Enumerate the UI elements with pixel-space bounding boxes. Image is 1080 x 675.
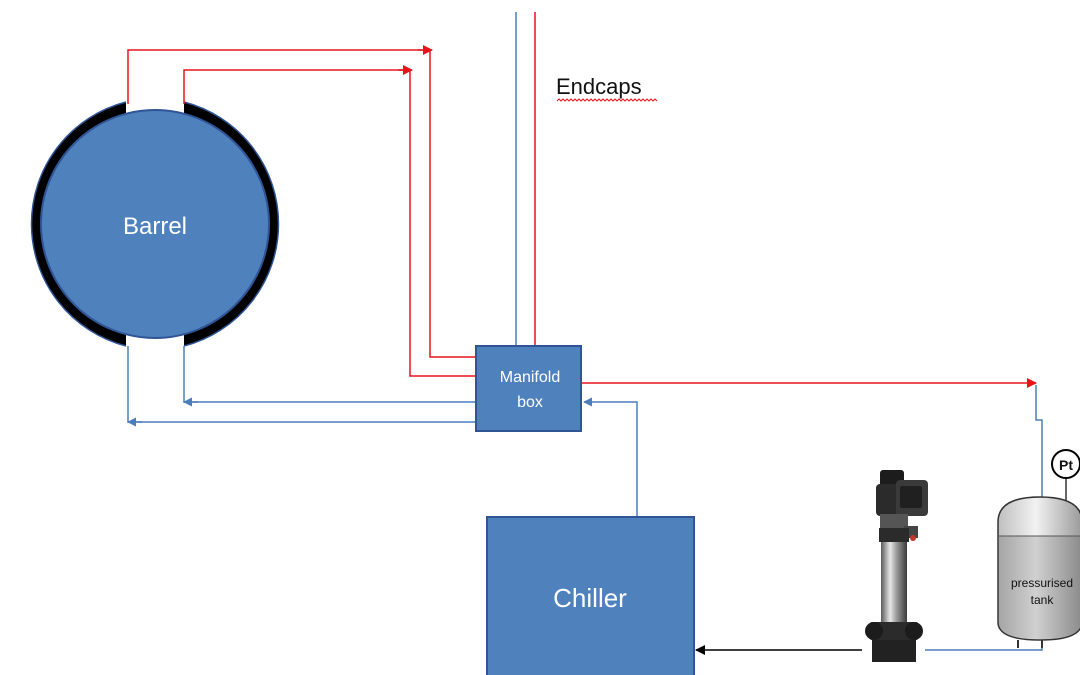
barrel-shell-right	[184, 102, 279, 346]
return-line-barrel-outer	[127, 346, 476, 423]
tank-label-line2: tank	[1031, 593, 1055, 607]
manifold-label-line1: Manifold	[500, 369, 560, 386]
manifold-box	[475, 345, 582, 432]
chiller-to-manifold-line	[583, 397, 638, 517]
tank-label-line1: pressurised	[1011, 576, 1073, 590]
barrel-shell-left	[31, 102, 127, 346]
chiller	[486, 516, 695, 675]
tank-feed-line	[1035, 385, 1043, 497]
barrel	[40, 109, 270, 339]
manifold-label-line2: box	[517, 394, 543, 411]
endcaps-label: Endcaps	[556, 74, 642, 99]
barrel-shell-left-outline	[30, 101, 127, 347]
barrel-label: Barrel	[123, 213, 187, 240]
endcaps-spell-underline	[556, 98, 658, 102]
gauge-label: Pt	[1059, 457, 1073, 473]
return-line-barrel-inner	[183, 346, 476, 403]
pressure-gauge-icon: Pt	[1051, 449, 1080, 479]
pressurised-tank: pressurised tank	[997, 478, 1080, 648]
barrel-shell-right-outline	[183, 101, 280, 347]
barrel-shell	[30, 101, 280, 347]
chiller-label: Chiller	[553, 583, 627, 613]
vertical-multistage-pump-icon	[865, 470, 928, 662]
